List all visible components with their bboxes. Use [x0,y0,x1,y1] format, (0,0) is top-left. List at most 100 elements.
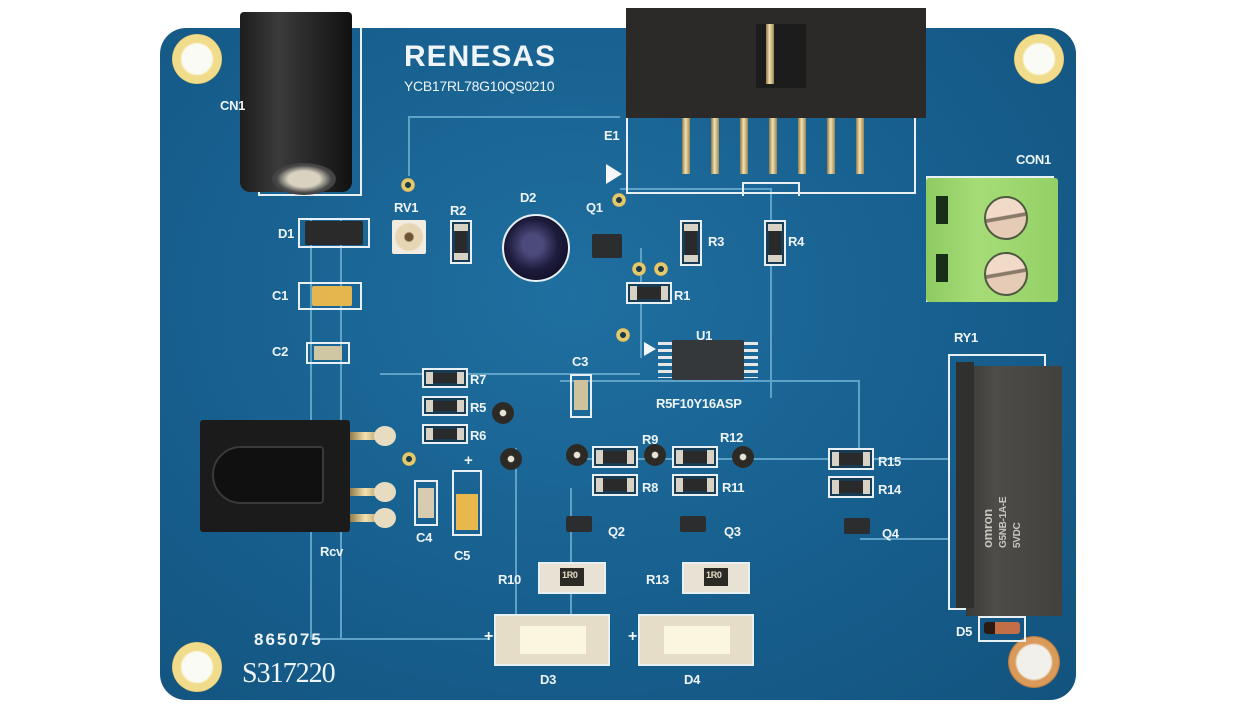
trace [770,188,772,398]
rcv-pad [374,508,396,528]
terminal-screw [984,196,1028,240]
capacitor-c4 [418,488,434,518]
mcu-part-number: R5F10Y16ASP [656,396,742,411]
label-r2: R2 [450,203,467,218]
rcv-pad [374,482,396,502]
relay-model: G5NB-1A-E [998,496,1009,548]
c2-outline [306,342,350,364]
resistor-r2 [450,220,472,264]
relay-coil-rating: 5VDC [1012,522,1023,548]
trace [580,458,950,460]
rcv-lead [350,432,384,440]
header-key-slot [756,24,806,88]
label-q3: Q3 [724,524,741,539]
r1-via [654,262,668,276]
pcb-board: RENESAS YCB17RL78G10QS0210 CN1 D1 C1 C2 … [160,8,1076,700]
pin1-triangle-marker [606,164,622,184]
resistor-r13-body [704,568,728,586]
trace [560,380,860,460]
label-r9: R9 [642,432,659,447]
resistor-r14 [828,476,874,498]
c4-outline [414,480,438,526]
d5-outline [978,616,1026,642]
label-d1: D1 [278,226,295,241]
label-ry1: RY1 [954,330,978,345]
label-e1: E1 [604,128,620,143]
transistor-q1 [592,234,622,258]
label-c3: C3 [572,354,589,369]
label-rcv: Rcv [320,544,343,559]
mounting-hole-bottom-left [172,642,222,692]
capacitor-c3 [574,380,588,410]
header-pin [856,118,864,174]
trimmer-potentiometer-rv1 [392,220,426,254]
label-q1: Q1 [586,200,603,215]
diode-d5 [984,622,1020,634]
header-pin [682,118,690,174]
label-u1: U1 [696,328,713,343]
label-r12: R12 [720,430,743,445]
lot-code: 865075 [254,630,323,649]
label-r13: R13 [646,572,669,587]
ir-receiver-dome [212,446,324,504]
capacitor-c1 [312,286,352,306]
rcv-lead [350,514,384,522]
test-pad [732,446,754,468]
pin1-triangle-marker [644,342,656,356]
label-q4: Q4 [882,526,899,541]
label-d3: D3 [540,672,557,687]
led-d4 [664,626,730,654]
label-r14: R14 [878,482,901,497]
c1-outline [298,282,362,310]
test-pad [566,444,588,466]
label-con1: CON1 [1016,152,1051,167]
r13-marking: 1R0 [706,570,722,580]
header-pin [769,118,777,174]
trace [860,538,950,540]
d1-outline [298,218,370,248]
header-pin [740,118,748,174]
e1-key-outline [742,182,800,196]
resistor-r9 [592,446,638,468]
rcv-pad [374,426,396,446]
label-c2: C2 [272,344,289,359]
rv1-via [401,178,415,192]
via [402,452,416,466]
label-d4: D4 [684,672,701,687]
serial-number: S317220 [242,658,336,689]
transistor-q2 [566,516,592,532]
label-c4: C4 [416,530,433,545]
c5-outline [452,470,482,536]
wire-slot [936,196,948,224]
board-part-number: YCB17RL78G10QS0210 [404,78,555,94]
wire-slot [936,254,948,282]
resistor-r4 [764,220,786,266]
resistor-r8 [592,474,638,496]
header-pin [798,118,806,174]
trace [380,373,640,375]
test-pad [644,444,666,466]
terminal-screw [984,252,1028,296]
test-pad [500,448,522,470]
ir-led-d2 [502,214,570,282]
transistor-q3 [680,516,706,532]
resistor-r1 [626,282,672,304]
label-r3: R3 [708,234,725,249]
c5-polarity-plus: + [464,452,473,469]
trace [310,638,490,640]
d4-polarity-plus: + [628,628,638,645]
label-d5: D5 [956,624,973,639]
label-r7: R7 [470,372,487,387]
c3-outline [570,374,592,418]
test-pad [492,402,514,424]
header-pin [766,24,774,84]
header-pin [827,118,835,174]
r10-marking: 1R0 [562,570,578,580]
relay-brand: omron [980,509,995,548]
transistor-q4 [844,518,870,534]
resistor-r15 [828,448,874,470]
resistor-r12 [672,446,718,468]
relay-side [956,362,974,608]
trace [620,188,770,190]
label-r6: R6 [470,428,487,443]
